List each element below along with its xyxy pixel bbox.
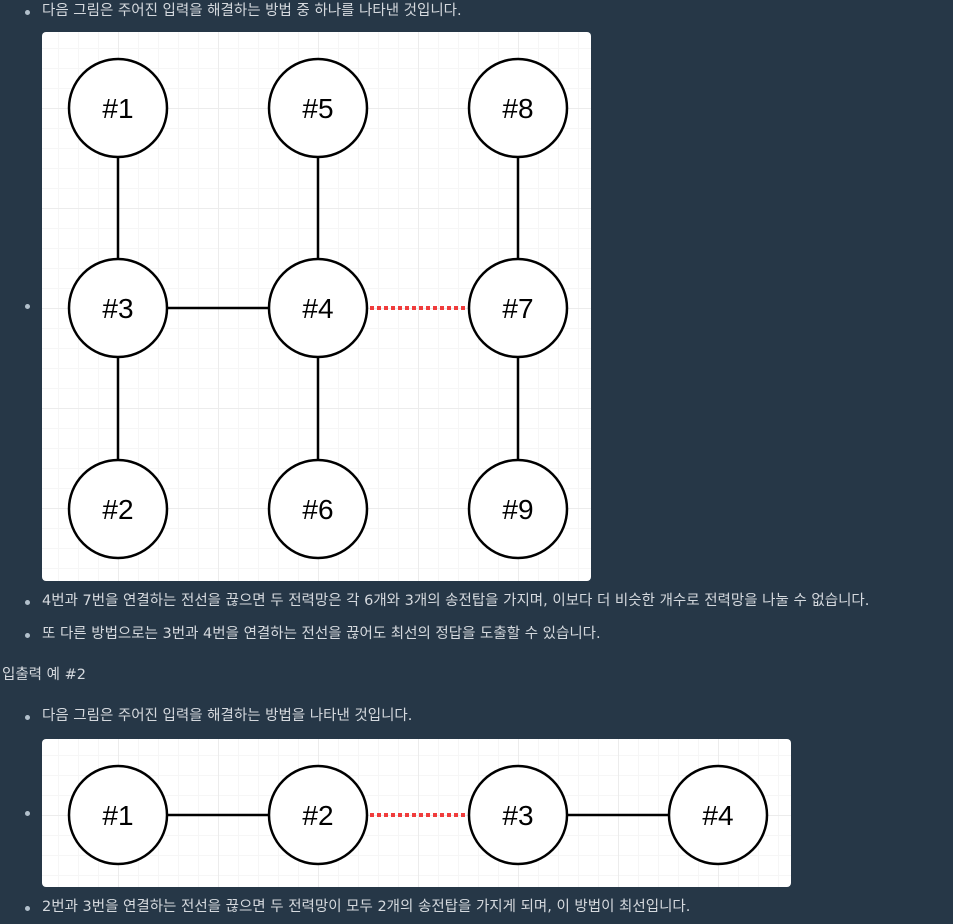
example1-node-label: #6 bbox=[302, 494, 333, 525]
example1-result-text: 4번과 7번을 연결하는 전선을 끊으면 두 전력망은 각 6개와 3개의 송전… bbox=[42, 593, 870, 609]
example1-node-circle bbox=[467, 257, 569, 359]
example2-result-text: 2번과 3번을 연결하는 전선을 끊으면 두 전력망이 모두 2개의 송전탑을 … bbox=[42, 899, 691, 915]
example1-node-label: #9 bbox=[502, 494, 533, 525]
example1-node-circle bbox=[267, 257, 369, 359]
example1-node-label: #7 bbox=[502, 293, 533, 324]
example1-node-circle bbox=[67, 57, 169, 159]
bullet-dot bbox=[25, 633, 30, 638]
example1-node-label: #4 bbox=[302, 293, 333, 324]
example1-diagram: #1 #5 #8 #3 #4 #7 #2 #6 #9 bbox=[42, 32, 591, 581]
example1-node-circle bbox=[267, 458, 369, 560]
bullet-dot bbox=[25, 600, 30, 605]
bullet-dot bbox=[25, 10, 30, 15]
example2-node-label: #4 bbox=[702, 800, 733, 831]
example2-node-circle bbox=[667, 764, 769, 866]
example2-diagram: #1 #2 #3 #4 bbox=[42, 739, 791, 887]
example1-node-label: #8 bbox=[502, 93, 533, 124]
example2-graph-svg: #1 #2 #3 #4 bbox=[67, 764, 769, 866]
example1-node-label: #5 bbox=[302, 93, 333, 124]
example1-node-label: #2 bbox=[102, 494, 133, 525]
example1-node-circle bbox=[467, 458, 569, 560]
example1-intro-text: 다음 그림은 주어진 입력을 해결하는 방법 중 하나를 나타낸 것입니다. bbox=[42, 3, 462, 19]
example1-node-label: #3 bbox=[102, 293, 133, 324]
bullet-dot bbox=[25, 811, 30, 816]
example1-node-label: #1 bbox=[102, 93, 133, 124]
example2-node-label: #1 bbox=[102, 800, 133, 831]
example2-intro-text: 다음 그림은 주어진 입력을 해결하는 방법을 나타낸 것입니다. bbox=[42, 708, 413, 724]
example1-node-circle bbox=[267, 57, 369, 159]
example1-node-circle bbox=[67, 257, 169, 359]
example2-node-circle bbox=[467, 764, 569, 866]
bullet-dot bbox=[25, 715, 30, 720]
example1-alt-text: 또 다른 방법으로는 3번과 4번을 연결하는 전선을 끊어도 최선의 정답을 … bbox=[42, 626, 601, 642]
example1-graph-svg: #1 #5 #8 #3 #4 #7 #2 #6 #9 bbox=[67, 57, 569, 560]
example1-node-circle bbox=[67, 458, 169, 560]
example1-node-circle bbox=[467, 57, 569, 159]
example2-node-label: #3 bbox=[502, 800, 533, 831]
example2-node-label: #2 bbox=[302, 800, 333, 831]
bullet-dot bbox=[25, 304, 30, 309]
example2-heading: 입출력 예 #2 bbox=[2, 667, 86, 683]
example2-node-circle bbox=[267, 764, 369, 866]
bullet-dot bbox=[25, 906, 30, 911]
example2-node-circle bbox=[67, 764, 169, 866]
